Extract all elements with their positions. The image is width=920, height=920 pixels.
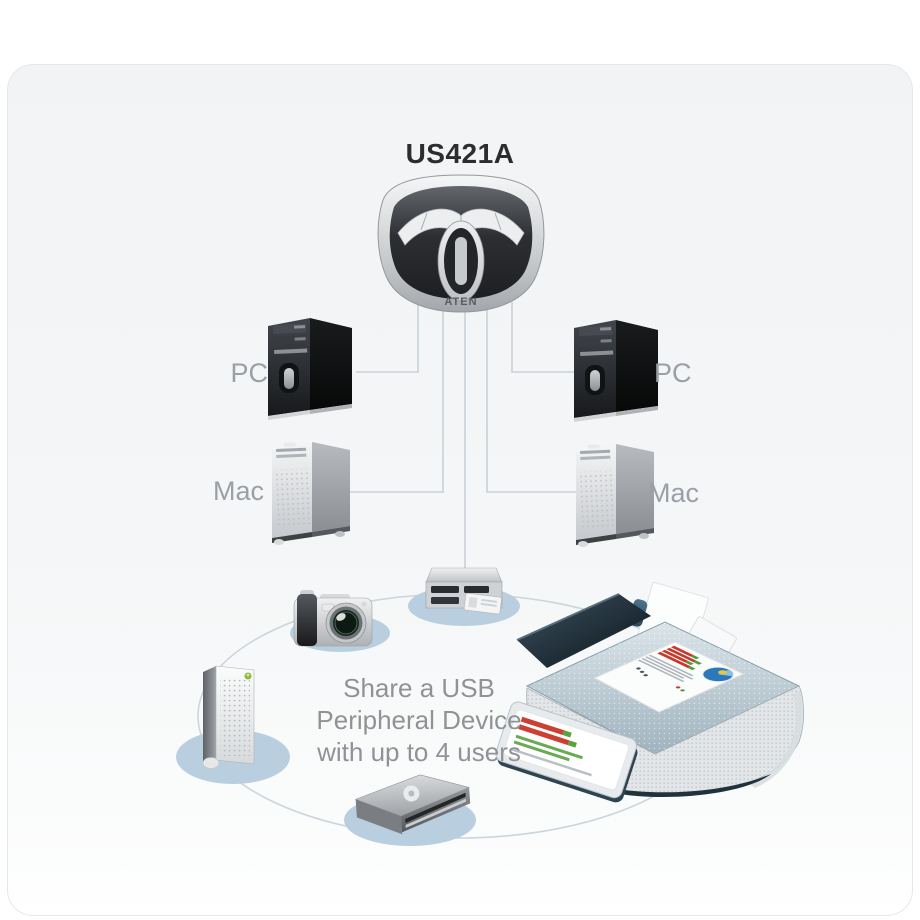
- caption-text: Share a USB Peripheral Device with up to…: [289, 672, 549, 768]
- computers: [268, 318, 658, 547]
- cable-left-pc: [356, 302, 419, 373]
- cable-right-pc: [511, 302, 574, 373]
- usb-switch-icon: ATEN: [377, 174, 545, 313]
- printer-scanner-icon: [495, 581, 804, 803]
- product-title: US421A: [405, 138, 515, 169]
- zip-drive-icon: [354, 774, 471, 835]
- cable-right-mac: [486, 302, 578, 493]
- card-reader-icon: [425, 567, 503, 615]
- hdd-enclosure-icon: [202, 665, 255, 769]
- output-tray: [495, 701, 638, 803]
- caption-line-2: Peripheral Device: [316, 705, 522, 735]
- brand-logo: ATEN: [444, 296, 477, 308]
- cable-lines: [346, 302, 578, 578]
- cable-left-mac: [346, 302, 444, 493]
- pc-tower-right-icon: [574, 320, 658, 422]
- scanned-document: [593, 641, 745, 713]
- label-left-mac: Mac: [212, 476, 264, 506]
- label-right-pc: PC: [654, 358, 692, 388]
- pc-tower-left-icon: [268, 318, 352, 420]
- digital-camera-icon: [293, 590, 373, 647]
- scanner-lid: [517, 594, 651, 668]
- caption-line-3: with up to 4 users: [317, 737, 521, 767]
- mac-tower-right-icon: [576, 443, 654, 547]
- caption-line-1: Share a USB: [343, 673, 495, 703]
- document-charts: [636, 645, 735, 692]
- mac-tower-left-icon: [272, 441, 350, 545]
- label-right-mac: Mac: [648, 478, 700, 508]
- label-left-pc: PC: [230, 358, 268, 388]
